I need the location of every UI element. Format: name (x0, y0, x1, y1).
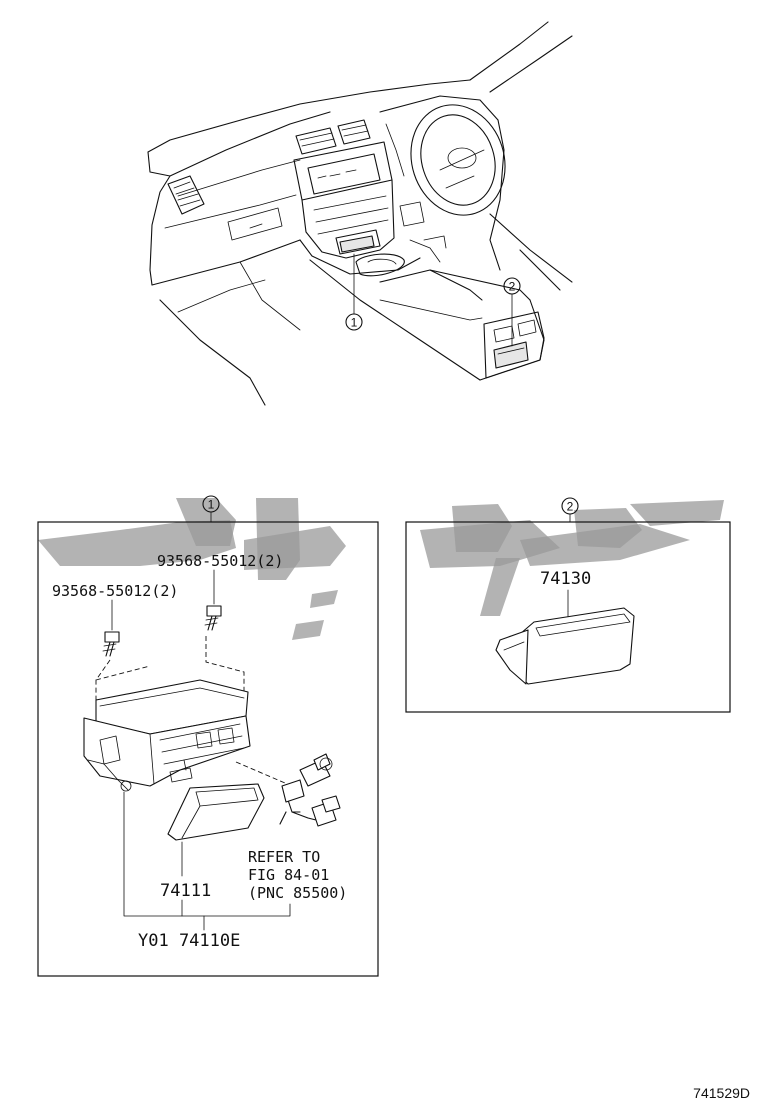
screw-left-part-number: 93568-55012(2) (52, 582, 178, 600)
refer-note-line-3: (PNC 85500) (248, 884, 347, 902)
refer-note-line-1: REFER TO (248, 848, 320, 866)
refer-note-line-2: FIG 84-01 (248, 866, 329, 884)
detail-box-2: 2 74130 (405, 497, 731, 713)
callout-2-box-label: 2 (567, 500, 574, 514)
callout-2-top-label: 2 (509, 280, 516, 294)
callout-1-top: 1 (345, 253, 363, 331)
screw-right-icon (204, 605, 222, 631)
rear-ashtray-icon (495, 607, 635, 685)
coin-tray-icon (167, 783, 265, 841)
detail-box-1: 1 93568-55012(2) 93568-55012(2) (37, 495, 379, 977)
switch-connector-icon (279, 753, 341, 827)
callout-2-top: 2 (503, 277, 521, 347)
rear-tray-part-number: 74130 (540, 569, 591, 589)
tray-part-number: 74111 (160, 881, 211, 901)
figure-id: 741529D (693, 1085, 750, 1101)
screw-left-icon (102, 631, 120, 657)
callout-1-top-label: 1 (351, 316, 358, 330)
screw-right-part-number: 93568-55012(2) (157, 552, 283, 570)
dashboard-overview (147, 21, 573, 406)
housing-assembly-icon (83, 679, 251, 792)
assembly-part-number: Y01 74110E (138, 931, 240, 951)
watermark-logo (38, 498, 724, 640)
callout-1-box-label: 1 (208, 498, 215, 512)
